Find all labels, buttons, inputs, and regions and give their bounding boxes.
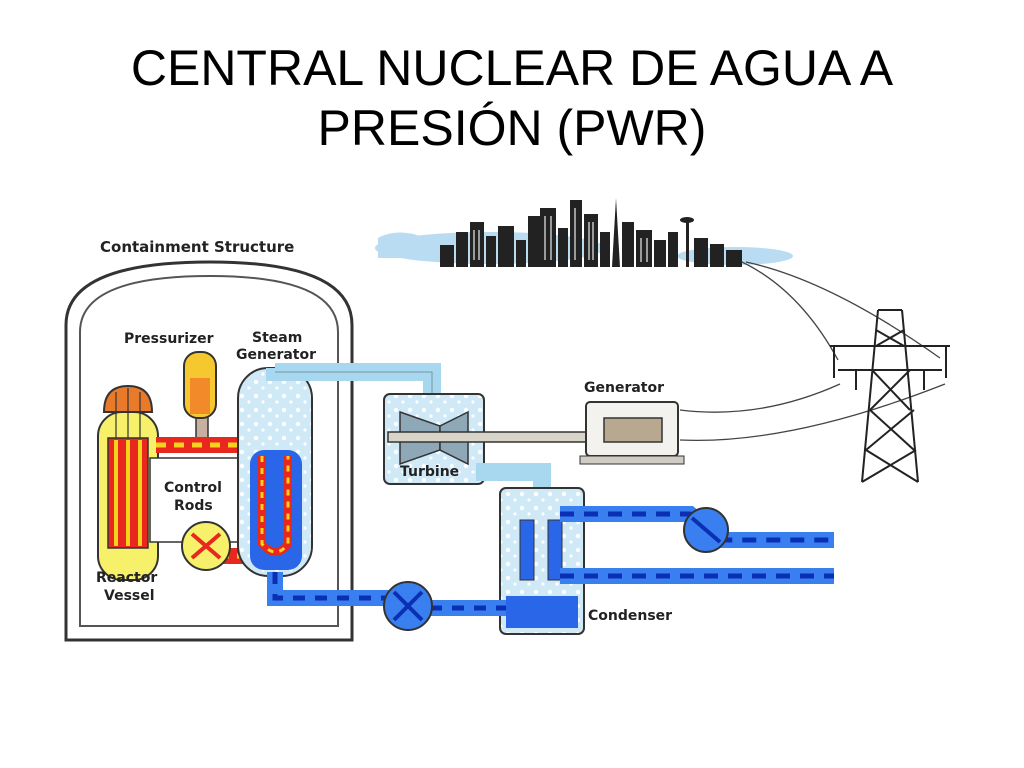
steam-generator: [237, 367, 313, 577]
feedwater-loop: [267, 572, 506, 631]
power-lines: [679, 261, 946, 442]
city-skyline-icon: [375, 198, 793, 267]
label-turbine: Turbine: [400, 464, 459, 480]
title-line-1: CENTRAL NUCLEAR DE AGUA A: [130, 40, 894, 96]
label-containment-structure: Containment Structure: [100, 238, 294, 256]
label-reactor-2: Vessel: [104, 588, 155, 604]
label-steam-2: Generator: [236, 347, 316, 363]
cooling-water-loop: [560, 506, 834, 584]
label-steam-1: Steam: [252, 330, 302, 346]
slide-title: CENTRAL NUCLEAR DE AGUA A PRESIÓN (PWR): [0, 38, 1024, 158]
steam-line: [266, 363, 441, 400]
pressurizer: [183, 351, 217, 439]
title-line-2: PRESIÓN (PWR): [317, 100, 707, 156]
transmission-tower-icon: [830, 309, 950, 483]
turbine: [383, 393, 595, 485]
reactor-vessel: [97, 384, 159, 581]
label-condenser: Condenser: [588, 608, 672, 624]
label-control-1: Control: [164, 480, 222, 496]
label-control-2: Rods: [174, 498, 213, 514]
pump-icon: [181, 521, 231, 571]
generator: [579, 401, 685, 465]
label-pressurizer: Pressurizer: [124, 331, 214, 347]
label-reactor-1: Reactor: [96, 570, 157, 586]
condenser: [499, 487, 585, 635]
label-generator: Generator: [584, 380, 664, 396]
